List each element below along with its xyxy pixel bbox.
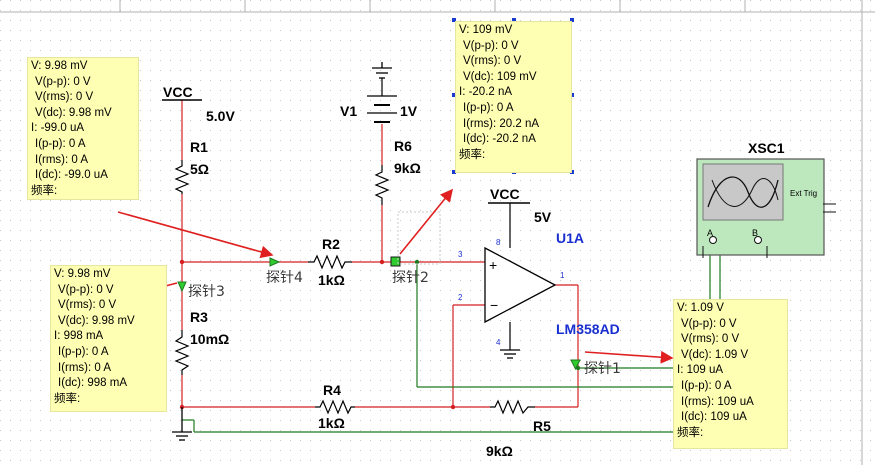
ground-symbol-opamp [500, 349, 520, 359]
opamp-pin3: 3 [458, 250, 463, 259]
probe4-label: 探针4 [266, 270, 303, 286]
scope-name: XSC1 [748, 140, 785, 156]
r4-name: R4 [323, 382, 341, 398]
readout-line: I(dc): -99.0 uA [35, 169, 108, 182]
v1-battery [367, 62, 397, 123]
probe1-readout[interactable]: V: 1.09 V V(p-p): 0 V V(rms): 0 V V(dc): 1.… [673, 299, 788, 449]
scope-channel-a: A [707, 228, 713, 238]
r5-symbol [490, 399, 535, 415]
scope-channel-b: B [752, 228, 758, 238]
vcc1-label: VCC [163, 84, 193, 100]
ground-symbol-left [172, 407, 192, 441]
readout-line: V: 1.09 V [677, 302, 724, 314]
readout-line: V(dc): 9.98 mV [58, 314, 135, 327]
scope-ext-trig: Ext Trig [790, 189, 817, 198]
probe3-label: 探针3 [188, 284, 225, 300]
opamp-pin1: 1 [560, 271, 565, 280]
probe2-marker[interactable] [390, 256, 401, 267]
readout-line: I(dc): 109 uA [681, 411, 747, 424]
svg-text:−: − [490, 297, 498, 313]
r4-value: 1kΩ [318, 415, 345, 431]
opamp-pin8: 8 [496, 238, 501, 247]
v1-name: V1 [340, 103, 357, 119]
readout-line: I: -99.0 uA [31, 122, 85, 135]
probe1-marker[interactable] [570, 359, 581, 371]
readout-line: V(rms): 0 V [35, 91, 94, 104]
r6-name: R6 [394, 138, 412, 154]
readout-line: V(rms): 0 V [681, 333, 740, 346]
readout-line: I(dc): -20.2 nA [463, 133, 536, 146]
probe2-readout[interactable]: V: 109 mV V(p-p): 0 V V(rms): 0 V V(dc): 10… [455, 21, 572, 173]
readout-line: 频率: [54, 392, 81, 405]
readout-line: V: 109 mV [459, 24, 513, 36]
r3-value: 10mΩ [190, 331, 229, 347]
readout-line: I(rms): 20.2 nA [463, 117, 540, 130]
readout-line: V: 9.98 mV [54, 268, 111, 280]
readout-line: V(dc): 9.98 mV [35, 106, 112, 119]
readout-line: I(rms): 109 uA [681, 395, 754, 408]
probe2-label: 探针2 [392, 270, 429, 286]
vcc2-value: 5V [534, 209, 552, 225]
readout-line: I: -20.2 nA [459, 86, 513, 99]
r1-name: R1 [190, 139, 208, 155]
readout-line: 频率: [31, 184, 58, 197]
r1-symbol [174, 160, 190, 194]
readout-line: V(rms): 0 V [463, 55, 522, 68]
r1-value: 5Ω [190, 161, 209, 177]
probe4-readout[interactable]: V: 9.98 mV V(p-p): 0 V V(rms): 0 V V(dc): 9… [27, 57, 139, 200]
probe1-label: 探针1 [584, 361, 621, 377]
readout-line: I(rms): 0 A [58, 361, 112, 374]
probe3-readout[interactable]: V: 9.98 mV V(p-p): 0 V V(rms): 0 V V(dc): 9… [50, 265, 167, 412]
probe3-marker[interactable] [177, 281, 187, 293]
vcc2-label: VCC [490, 186, 520, 202]
readout-line: I(dc): 998 mA [58, 377, 128, 390]
r2-name: R2 [322, 236, 340, 252]
readout-line: I(p-p): 0 A [463, 101, 514, 114]
wires-black [381, 78, 511, 350]
readout-line: I: 109 uA [677, 364, 724, 377]
r5-name: R5 [533, 418, 551, 434]
r4-symbol [315, 399, 355, 415]
probe2-frame [397, 211, 441, 265]
readout-line: I(p-p): 0 A [681, 379, 732, 392]
readout-line: V(p-p): 0 V [58, 283, 114, 296]
opamp-model: LM358AD [556, 321, 620, 337]
opamp-pin2: 2 [458, 293, 463, 302]
readout-line: 频率: [677, 426, 704, 439]
r2-symbol [308, 254, 352, 270]
r6-value: 9kΩ [394, 160, 421, 176]
readout-line: V(dc): 109 mV [463, 70, 537, 83]
r6-symbol [374, 165, 390, 205]
opamp-symbol: + − [484, 246, 557, 324]
readout-line: V(rms): 0 V [58, 299, 117, 312]
v1-value: 1V [400, 103, 418, 119]
r2-value: 1kΩ [318, 272, 345, 288]
oscilloscope[interactable] [696, 158, 836, 258]
r5-value: 9kΩ [486, 443, 513, 459]
readout-line: V(dc): 1.09 V [681, 348, 749, 361]
readout-line: I(p-p): 0 A [35, 137, 86, 150]
opamp-pin4: 4 [496, 338, 501, 347]
readout-line: I(p-p): 0 A [58, 345, 109, 358]
probe4-marker[interactable] [269, 257, 281, 267]
svg-text:+: + [489, 257, 497, 273]
r3-symbol [174, 330, 190, 375]
readout-line: V(p-p): 0 V [35, 75, 91, 88]
vcc1-value: 5.0V [206, 108, 235, 124]
readout-line: I: 998 mA [54, 330, 104, 343]
readout-line: I(rms): 0 A [35, 153, 89, 166]
readout-line: V(p-p): 0 V [463, 39, 519, 52]
opamp-ref: U1A [556, 230, 584, 246]
readout-line: V: 9.98 mV [31, 60, 88, 72]
r3-name: R3 [190, 309, 208, 325]
readout-line: 频率: [459, 148, 486, 161]
readout-line: V(p-p): 0 V [681, 317, 737, 330]
